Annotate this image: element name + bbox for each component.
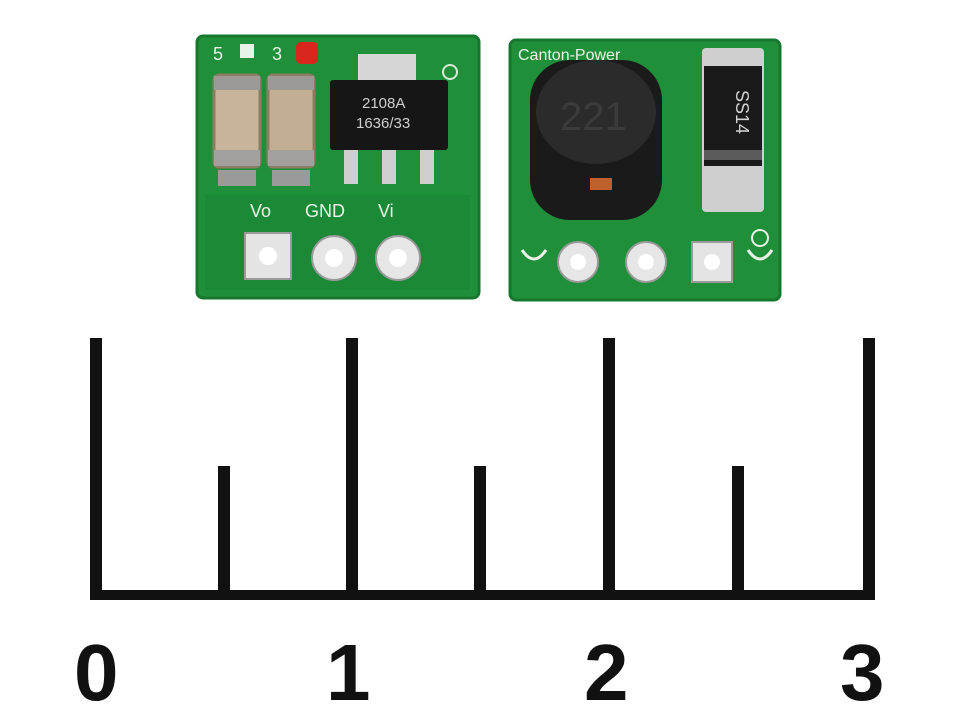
ic-line-1: 2108A: [362, 95, 405, 112]
ruler-number-0: 0: [74, 628, 119, 717]
diode: [704, 66, 762, 166]
ruler-minor-tick: [732, 466, 744, 600]
ruler-number-3: 3: [840, 628, 885, 717]
pin-label-vo: Vo: [250, 201, 271, 221]
left-pcb-module: 5 3 2108A 1636/33 Vo GND Vi: [195, 34, 481, 300]
ruler-minor-tick: [218, 466, 230, 600]
mark-5: 5: [213, 44, 223, 64]
pin-label-gnd: GND: [305, 201, 345, 221]
pad-square-mark: [240, 44, 254, 58]
ruler-major-tick-0: [90, 338, 102, 600]
ruler-minor-tick: [474, 466, 486, 600]
ic-line-2: 1636/33: [356, 115, 410, 132]
silk-arc-right: [746, 249, 774, 261]
ic-tab: [358, 54, 416, 82]
ruler: [90, 338, 875, 600]
mark-3: 3: [272, 44, 282, 64]
right-pcb-module: Canton-Power 221 SS14: [508, 38, 782, 302]
brand-silkscreen: Canton-Power: [518, 47, 621, 64]
mount-dot: [442, 64, 458, 80]
ruler-major-tick-1: [346, 338, 358, 600]
pin-label-vi: Vi: [378, 201, 394, 221]
ruler-major-tick-3: [863, 338, 875, 600]
ruler-number-1: 1: [326, 628, 371, 717]
capacitor-2: [266, 73, 316, 169]
ruler-major-tick-2: [603, 338, 615, 600]
ruler-number-2: 2: [584, 628, 629, 717]
silk-arc-left: [520, 249, 548, 261]
inductor-marking: 221: [560, 95, 627, 139]
diode-marking: SS14: [732, 90, 752, 134]
red-led: [296, 42, 318, 64]
regulator-ic: [330, 80, 448, 150]
capacitor-1: [212, 73, 262, 169]
